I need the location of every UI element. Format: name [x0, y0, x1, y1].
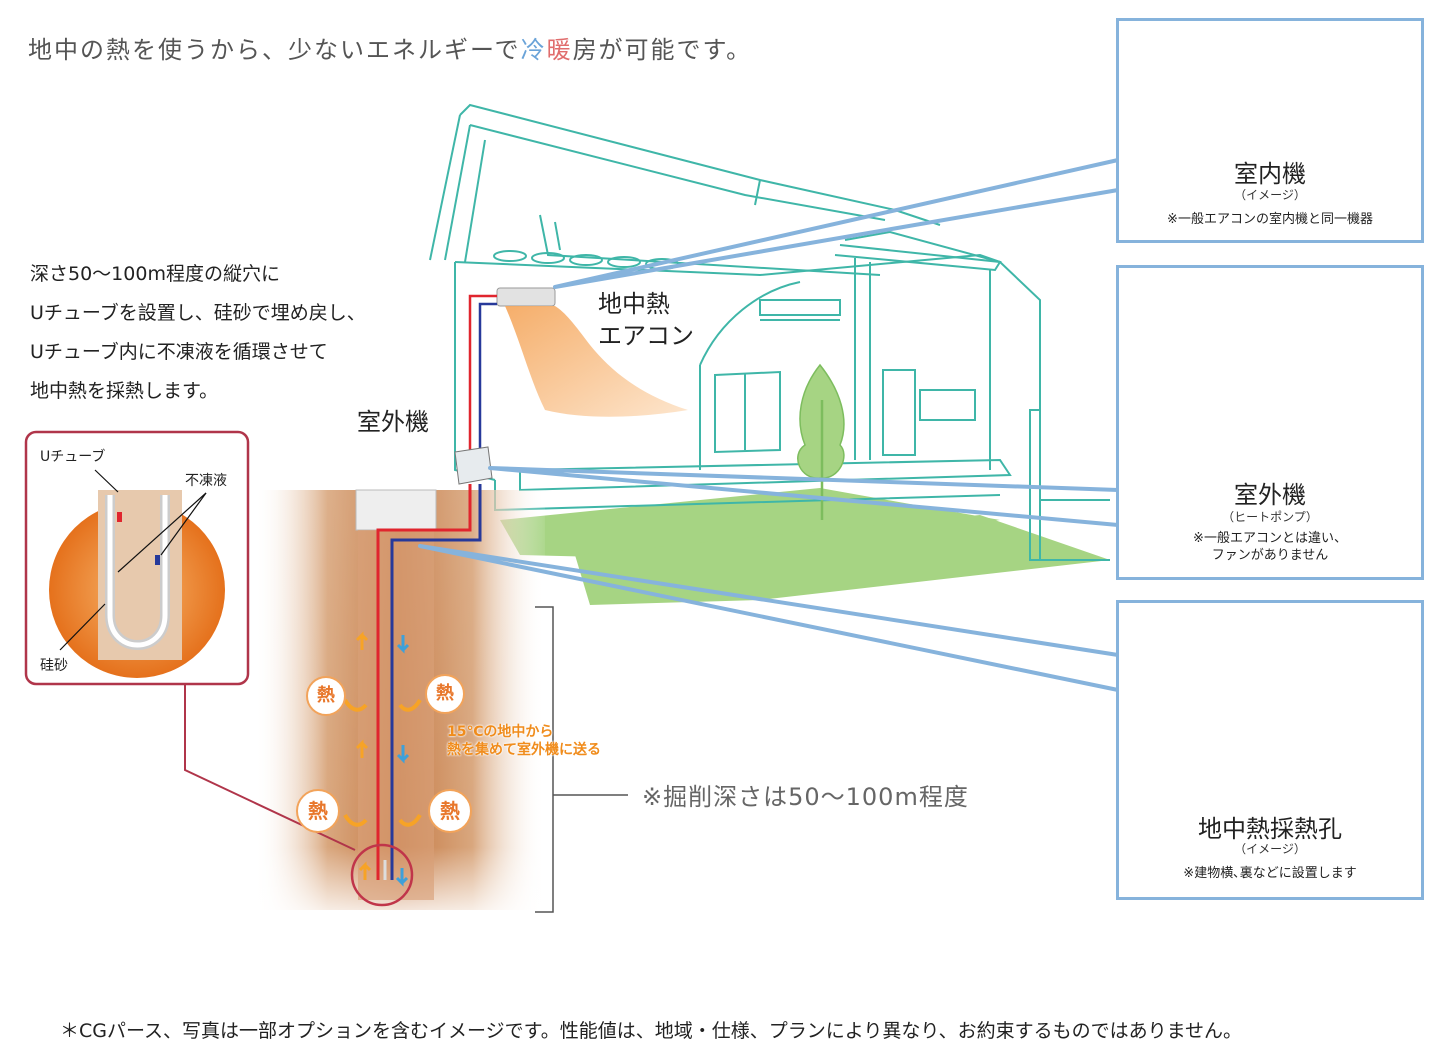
aircon-label-line1: 地中熱 — [598, 290, 670, 318]
card-title: 地中熱採熱孔 — [1198, 815, 1342, 843]
heat-collect-line1: 15℃の地中から — [447, 724, 554, 740]
heat-collect-note: 15℃の地中から 熱を集めて室外機に送る — [447, 723, 601, 759]
title-main: 地中の熱を使うから、少ないエネルギーで — [28, 36, 521, 64]
callout-lines — [418, 158, 1119, 692]
card-title: 室外機 — [1234, 481, 1306, 509]
description-line: Uチューブ内に不凍液を循環させて — [30, 341, 328, 363]
outdoor-unit-card: 室外機 （ヒートポンプ） ※一般エアコンとは違い、 ファンがありません — [1116, 265, 1424, 580]
ground-hole-card: 地中熱採熱孔 （イメージ） ※建物横､裏などに設置します — [1116, 600, 1424, 900]
card-title: 室内機 — [1234, 160, 1306, 188]
inset-frame — [24, 430, 356, 851]
lawn — [500, 488, 1110, 605]
description: 深さ50～100m程度の縦穴に Uチューブを設置し、硅砂で埋め戻し、 Uチューブ… — [30, 255, 366, 411]
description-line: 地中熱を採熱します。 — [30, 380, 219, 402]
heat-badge: 熱 — [425, 674, 465, 714]
heat-collect-line2: 熱を集めて室外機に送る — [447, 742, 601, 758]
footer-disclaimer: ＊CGパース、写真は一部オプションを含むイメージです。性能値は、地域・仕様、プラ… — [60, 1020, 1243, 1042]
silica-label: 硅砂 — [40, 658, 68, 674]
house-pipes — [468, 294, 497, 455]
title-warm: 暖 — [546, 36, 573, 64]
flow-arrows — [343, 631, 422, 887]
house-outdoor-unit — [454, 446, 493, 485]
description-line: 深さ50～100m程度の縦穴に — [30, 263, 280, 285]
card-subtitle: （イメージ） — [1234, 842, 1306, 856]
card-note-line: ファンがありません — [1211, 548, 1329, 563]
description-line: Uチューブを設置し、硅砂で埋め戻し、 — [30, 302, 366, 324]
indoor-unit-card: 室内機 （イメージ） ※一般エアコンの室内機と同一機器 — [1116, 18, 1424, 243]
borehole-pipes — [376, 484, 482, 880]
u-bend-highlight — [350, 843, 414, 907]
depth-note: ※掘削深さは50～100m程度 — [642, 783, 969, 811]
card-subtitle: （イメージ） — [1234, 188, 1306, 202]
card-note: ※一般エアコンとは違い、 ファンがありません — [1119, 530, 1421, 564]
u-tube-label: Uチューブ — [40, 449, 106, 465]
outdoor-unit-label: 室外機 — [357, 408, 429, 436]
borehole-soil — [255, 489, 545, 910]
card-note: ※建物横､裏などに設置します — [1183, 866, 1357, 881]
title-cool: 冷 — [520, 36, 547, 64]
aircon-label-line2: エアコン — [598, 322, 694, 350]
heat-badge: 熱 — [306, 676, 346, 716]
card-subtitle: （ヒートポンプ） — [1222, 510, 1318, 524]
page-title: 地中の熱を使うから、少ないエネルギーで冷暖房が可能です。 — [28, 30, 752, 65]
card-note-line: ※一般エアコンとは違い、 — [1193, 531, 1347, 546]
depth-bracket — [535, 606, 628, 913]
card-note: ※一般エアコンの室内機と同一機器 — [1167, 212, 1373, 227]
heat-badge: 熱 — [428, 789, 472, 833]
aircon-label: 地中熱 エアコン — [598, 288, 694, 352]
heat-badge: 熱 — [296, 789, 340, 833]
title-end: 房が可能です。 — [572, 36, 753, 64]
antifreeze-label: 不凍液 — [185, 473, 227, 489]
